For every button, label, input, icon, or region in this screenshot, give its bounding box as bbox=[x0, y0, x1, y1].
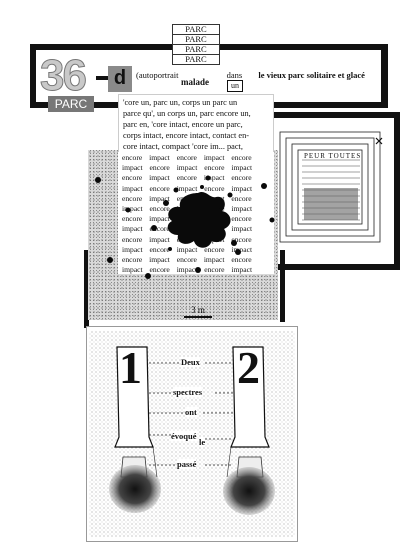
numeral-two: 2 bbox=[237, 342, 260, 393]
encore-line: impact encore impact encore impact bbox=[122, 163, 253, 173]
numeral-one: 1 bbox=[119, 342, 142, 393]
encore-line: impact encore impact encore impact bbox=[122, 244, 253, 254]
letter-box: d bbox=[108, 66, 132, 92]
ink-splat bbox=[163, 185, 237, 251]
left-frame-bar bbox=[84, 250, 89, 328]
encore-line: impact encore impact encore impact bbox=[122, 183, 253, 193]
spectres-drawing bbox=[89, 331, 295, 537]
title-part-3: le vieux parc solitaire et glacé bbox=[258, 70, 365, 80]
hatch-text: PEUR TOUTES bbox=[304, 152, 362, 160]
right-frame-bar bbox=[280, 250, 285, 322]
encore-line: impact encore impact encore impact bbox=[122, 265, 253, 274]
text-line: core intact, compact 'core im... pact, bbox=[123, 142, 243, 151]
dash-mark bbox=[96, 76, 108, 80]
big-number: 36 bbox=[40, 51, 88, 100]
text-line: 'core un, parc un, corps un parc un bbox=[123, 98, 238, 107]
title-strip: (autoportrait dans le vieux parc solitai… bbox=[136, 66, 365, 84]
bottom-panel: 1 2 Deux spectres ont évoqué le passé bbox=[86, 326, 298, 542]
text-line: parce qu', un corps un, parc encore un, bbox=[123, 109, 251, 118]
text-block: 'core un, parc un, corps un parc un parc… bbox=[118, 94, 274, 154]
text-line: corps intact, encore intact, contact en- bbox=[123, 131, 250, 140]
hatch-svg bbox=[279, 131, 383, 243]
encore-line: encore impact encore impact encore bbox=[122, 153, 252, 162]
word-spectres: spectres bbox=[173, 387, 203, 397]
word-evoque: évoqué bbox=[171, 431, 197, 441]
parc-badge: PARC bbox=[48, 96, 94, 112]
word-passe: passé bbox=[177, 459, 197, 469]
malade-word: malade bbox=[181, 77, 209, 87]
hatched-drawing: PEUR TOUTES bbox=[276, 128, 384, 246]
scale-label: 3 m bbox=[191, 305, 205, 315]
encore-line: encore impact encore impact encore bbox=[122, 173, 252, 183]
word-ont: ont bbox=[185, 407, 197, 417]
title-part-2: dans bbox=[226, 70, 243, 80]
title-part-1: (autoportrait bbox=[136, 70, 179, 80]
dot-scatter bbox=[95, 175, 275, 279]
parc-label: PARC bbox=[172, 54, 220, 65]
un-box: un bbox=[227, 80, 243, 92]
word-deux: Deux bbox=[181, 357, 200, 367]
parc-stack: PARC PARC PARC PARC bbox=[172, 24, 220, 65]
text-line: parc en, 'core intact, encore un parc, bbox=[123, 120, 243, 129]
word-le: le bbox=[199, 437, 206, 447]
scale-bar bbox=[184, 316, 212, 318]
encore-line: encore impact encore impact encore bbox=[122, 255, 252, 265]
